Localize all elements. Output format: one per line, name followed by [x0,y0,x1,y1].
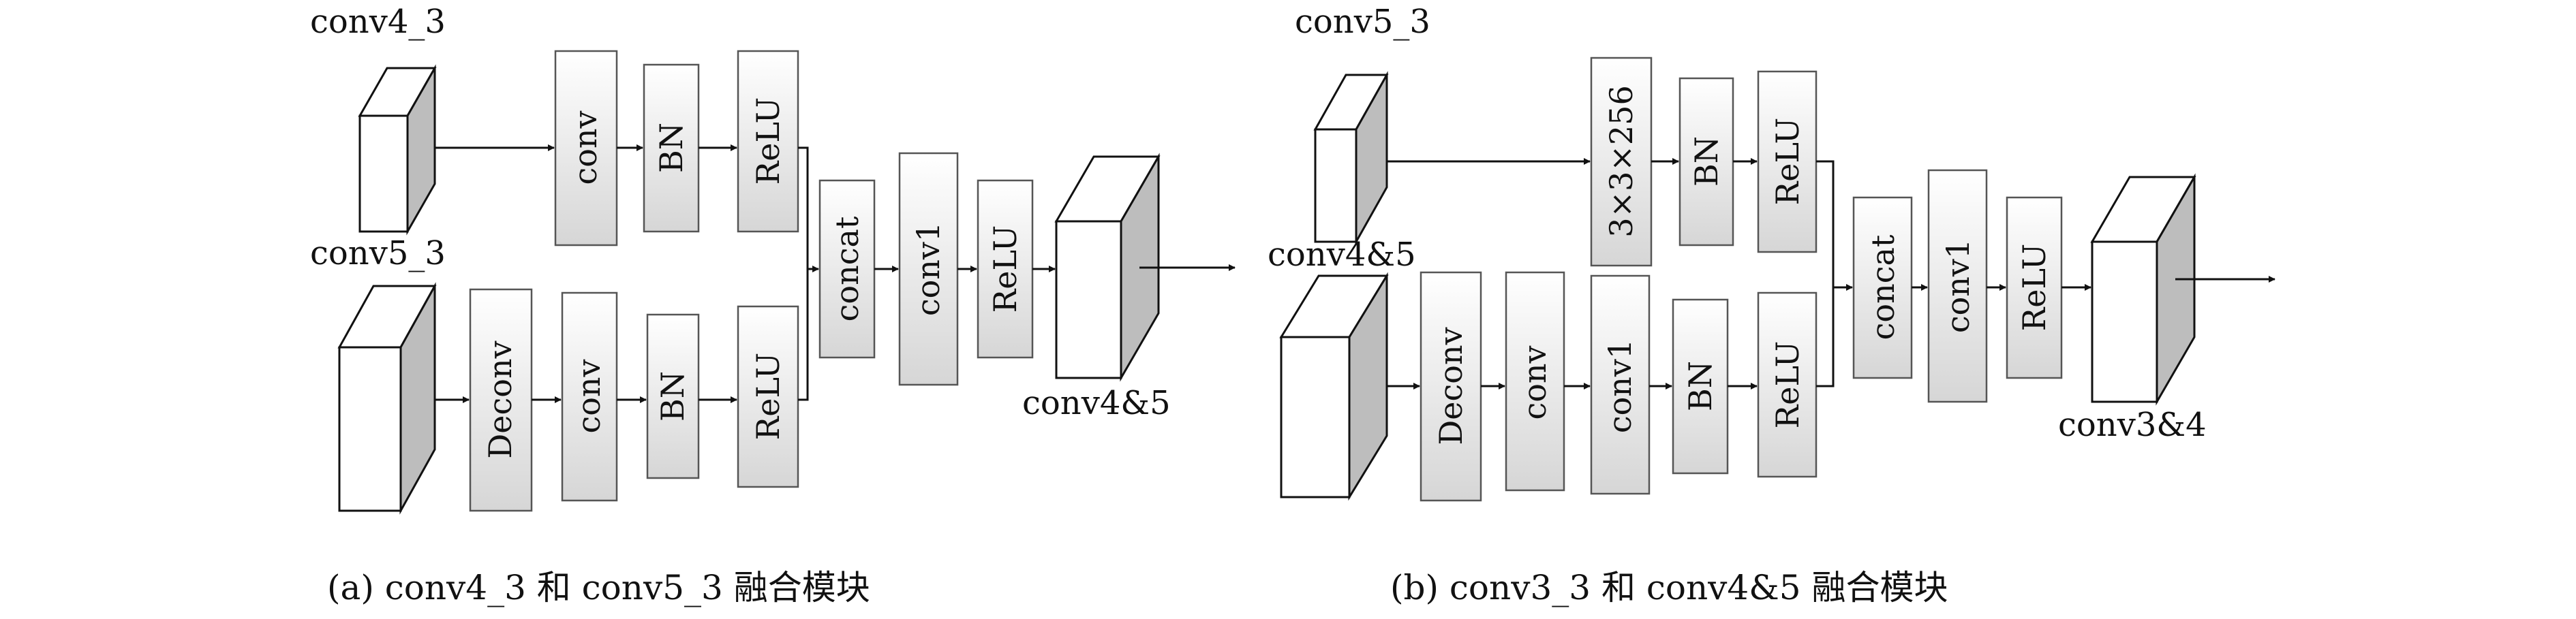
panel-a: conv4_3 conv5_3 conv BN ReLU Deconv c [310,3,1236,607]
svg-text:Deconv: Deconv [482,340,519,458]
svg-text:ReLU: ReLU [1769,118,1806,206]
svg-text:concat: concat [1865,234,1901,340]
panel-b-bottom-conv1-box: conv1 [1590,274,1651,495]
panel-a-top-conv-box: conv [554,50,618,247]
panel-a-conv1-box: conv1 [898,152,959,386]
panel-a-input-bottom-cube [337,282,437,515]
svg-text:BN: BN [1688,136,1725,187]
panel-a-concat-box: concat [818,179,876,359]
svg-text:conv: conv [567,110,604,185]
panel-b-conv1-box: conv1 [1927,169,1988,403]
svg-text:conv1: conv1 [1939,239,1976,333]
panel-b: conv5_3 conv4&5 3×3×256 BN ReLU Deconv [1268,3,2275,607]
panel-a-output-cube [1054,153,1161,382]
panel-b-caption: (b) conv3_3 和 conv4&5 融合模块 [1390,568,1948,607]
svg-text:ReLU: ReLU [750,97,786,185]
panel-b-top-3x3x256-box: 3×3×256 [1590,57,1653,267]
panel-a-top-bn-box: BN [643,63,700,233]
panel-b-output-label: conv3&4 [2058,406,2207,444]
svg-text:ReLU: ReLU [1769,341,1806,429]
panel-a-bottom-relu-box: ReLU [737,305,799,488]
panel-b-top-bn-box: BN [1678,77,1734,247]
panel-b-input-top-cube [1313,71,1389,246]
panel-b-input-bottom-label: conv4&5 [1268,236,1416,274]
panel-a-input-top-label: conv4_3 [310,3,446,41]
panel-a-input-bottom-label: conv5_3 [310,234,446,272]
panel-b-concat-box: concat [1852,196,1913,379]
panel-a-bottom-conv-box: conv [561,291,618,502]
panel-b-bottom-conv-box: conv [1505,271,1565,492]
svg-text:ReLU: ReLU [987,225,1024,313]
svg-text:conv: conv [570,359,607,433]
panel-b-connectors [1387,158,2275,390]
panel-b-relu-box: ReLU [2006,196,2063,379]
panel-a-top-relu-box: ReLU [737,50,799,233]
svg-text:Deconv: Deconv [1432,327,1469,445]
panel-b-output-cube [2090,173,2196,406]
panel-b-input-top-label: conv5_3 [1295,3,1430,41]
svg-text:BN: BN [654,371,691,422]
panel-a-relu-box: ReLU [977,179,1034,359]
panel-a-caption: (a) conv4_3 和 conv5_3 融合模块 [327,568,870,607]
panel-a-connectors [435,144,1236,403]
svg-text:BN: BN [1682,361,1719,411]
svg-text:conv1: conv1 [910,222,947,316]
svg-text:conv1: conv1 [1601,339,1638,433]
svg-text:BN: BN [653,123,690,173]
panel-b-top-relu-box: ReLU [1757,70,1818,253]
panel-b-input-bottom-cube [1279,272,1389,501]
panel-a-bottom-bn-box: BN [646,313,700,479]
svg-text:ReLU: ReLU [2016,244,2053,332]
panel-b-bottom-bn-box: BN [1672,298,1729,475]
svg-text:conv: conv [1516,345,1553,419]
svg-text:3×3×256: 3×3×256 [1603,85,1640,237]
svg-text:concat: concat [829,216,865,321]
panel-a-input-top-cube [358,64,437,236]
panel-b-bottom-deconv-box: Deconv [1420,271,1482,502]
svg-text:ReLU: ReLU [750,353,786,441]
panel-a-output-label: conv4&5 [1022,384,1171,422]
panel-b-bottom-relu-box: ReLU [1757,291,1818,478]
panel-a-bottom-deconv-box: Deconv [469,288,533,512]
